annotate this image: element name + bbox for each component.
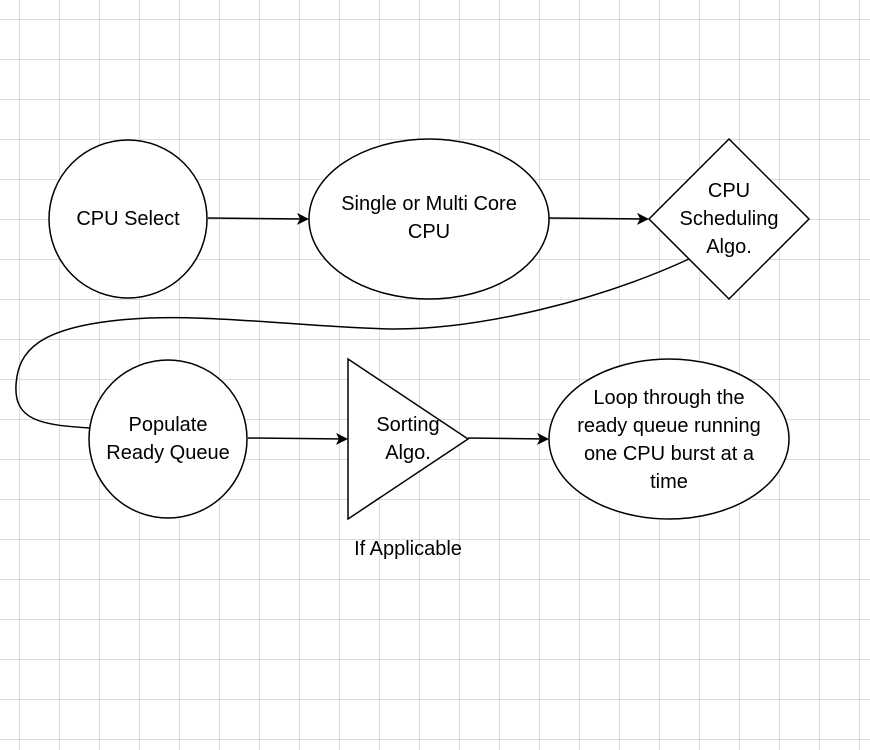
- edge-sorting-to-loop[interactable]: [467, 432, 549, 445]
- cpu-select-node[interactable]: [48, 139, 208, 299]
- populate-node[interactable]: [88, 359, 248, 519]
- scheduling-label: CPU Scheduling Algo.: [679, 180, 779, 258]
- loop-node[interactable]: [548, 358, 790, 520]
- edge-populate-to-sorting[interactable]: [247, 432, 348, 445]
- if-applicable-annotation: If Applicable: [354, 538, 462, 560]
- core-type-node[interactable]: [308, 138, 550, 300]
- loop-label: Loop through the ready queue running one…: [577, 387, 761, 493]
- cpu-select-label: CPU Select: [76, 208, 180, 230]
- edge-cpu-select-to-core-type[interactable]: [207, 212, 309, 225]
- core-type-label: Single or Multi Core CPU: [341, 193, 517, 243]
- sorting-label: Sorting Algo.: [376, 414, 440, 464]
- edge-scheduling-to-populate[interactable]: [15, 258, 690, 429]
- populate-label: Populate Ready Queue: [106, 414, 230, 464]
- sorting-triangle-node[interactable]: [347, 357, 470, 521]
- edge-core-type-to-scheduling[interactable]: [548, 212, 649, 225]
